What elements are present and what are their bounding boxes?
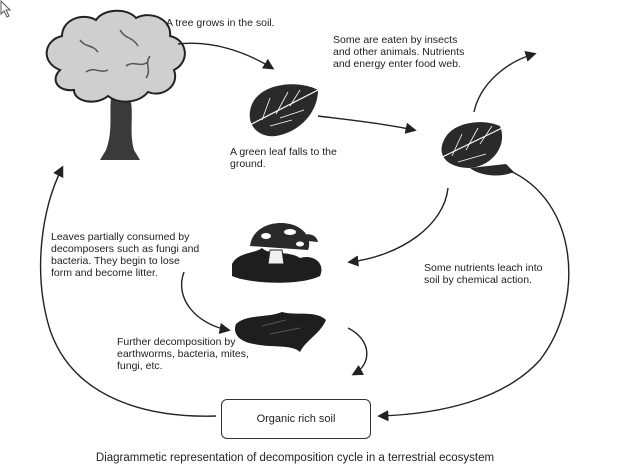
arrow-tree-to-leaf (177, 42, 275, 70)
mushroom-litter-icon (232, 222, 322, 283)
organic-soil-label: Organic rich soil (256, 413, 336, 425)
label-nutrients-leach: Some nutrients leach into soil by chemic… (424, 262, 543, 286)
label-eaten-by-insects: Some are eaten by insects and other anim… (333, 34, 465, 70)
green-leaf-icon (239, 84, 319, 137)
label-partially-consumed: Leaves partially consumed by decomposers… (51, 231, 200, 279)
arrow-partial-to-decomposing (180, 271, 231, 334)
decomposing-litter-icon (234, 312, 326, 352)
organic-soil-box: Organic rich soil (221, 399, 371, 439)
arrow-eaten-to-litter (347, 187, 449, 267)
label-green-leaf-falls: A green leaf falls to the ground. (230, 146, 337, 170)
arrow-leaf-to-eaten (317, 115, 417, 134)
arrow-eaten-up (473, 50, 537, 113)
label-tree-grows: A tree grows in the soil. (166, 17, 275, 29)
tree-icon (45, 9, 186, 160)
arrow-right-loop-to-soil (377, 169, 570, 422)
mouse-cursor-icon (0, 0, 12, 18)
label-further-decomposition: Further decomposition by earthworms, bac… (117, 336, 249, 372)
eaten-leaf-icon (431, 122, 514, 176)
arrow-soil-to-tree (39, 165, 217, 417)
arrow-decomposing-to-soil (347, 327, 368, 376)
diagram-caption: Diagrammetic representation of decomposi… (95, 452, 495, 464)
